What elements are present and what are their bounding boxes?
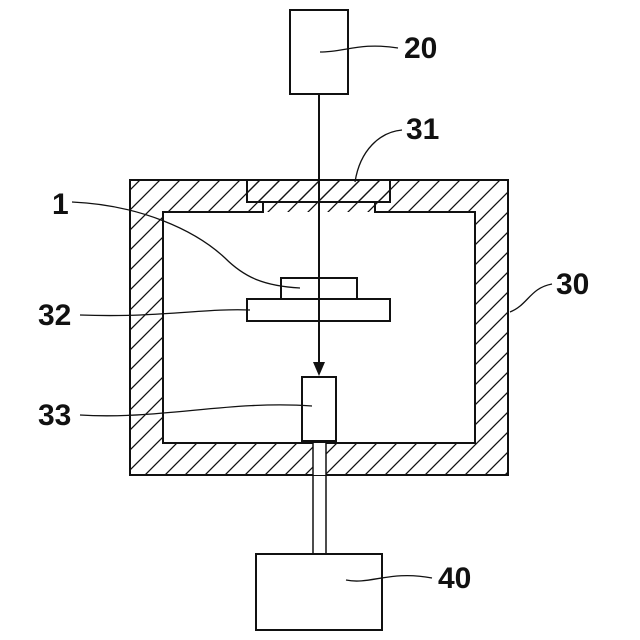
leader-32 bbox=[80, 310, 250, 316]
label-20: 20 bbox=[404, 32, 437, 65]
label-31: 31 bbox=[406, 113, 439, 146]
beam-arrowhead bbox=[313, 362, 325, 376]
leader-33 bbox=[80, 405, 312, 416]
leader-20 bbox=[320, 46, 398, 52]
label-33: 33 bbox=[38, 399, 71, 432]
leader-30 bbox=[510, 284, 552, 312]
leader-31 bbox=[355, 130, 402, 182]
box-40 bbox=[256, 554, 382, 630]
shaft-opening bbox=[313, 443, 326, 475]
label-30: 30 bbox=[556, 268, 589, 301]
box-20 bbox=[290, 10, 348, 94]
label-40: 40 bbox=[438, 562, 471, 595]
leader-1 bbox=[72, 202, 300, 288]
leader-40 bbox=[346, 576, 432, 581]
label-32: 32 bbox=[38, 299, 71, 332]
detector-33 bbox=[302, 377, 336, 441]
label-1: 1 bbox=[52, 188, 69, 221]
